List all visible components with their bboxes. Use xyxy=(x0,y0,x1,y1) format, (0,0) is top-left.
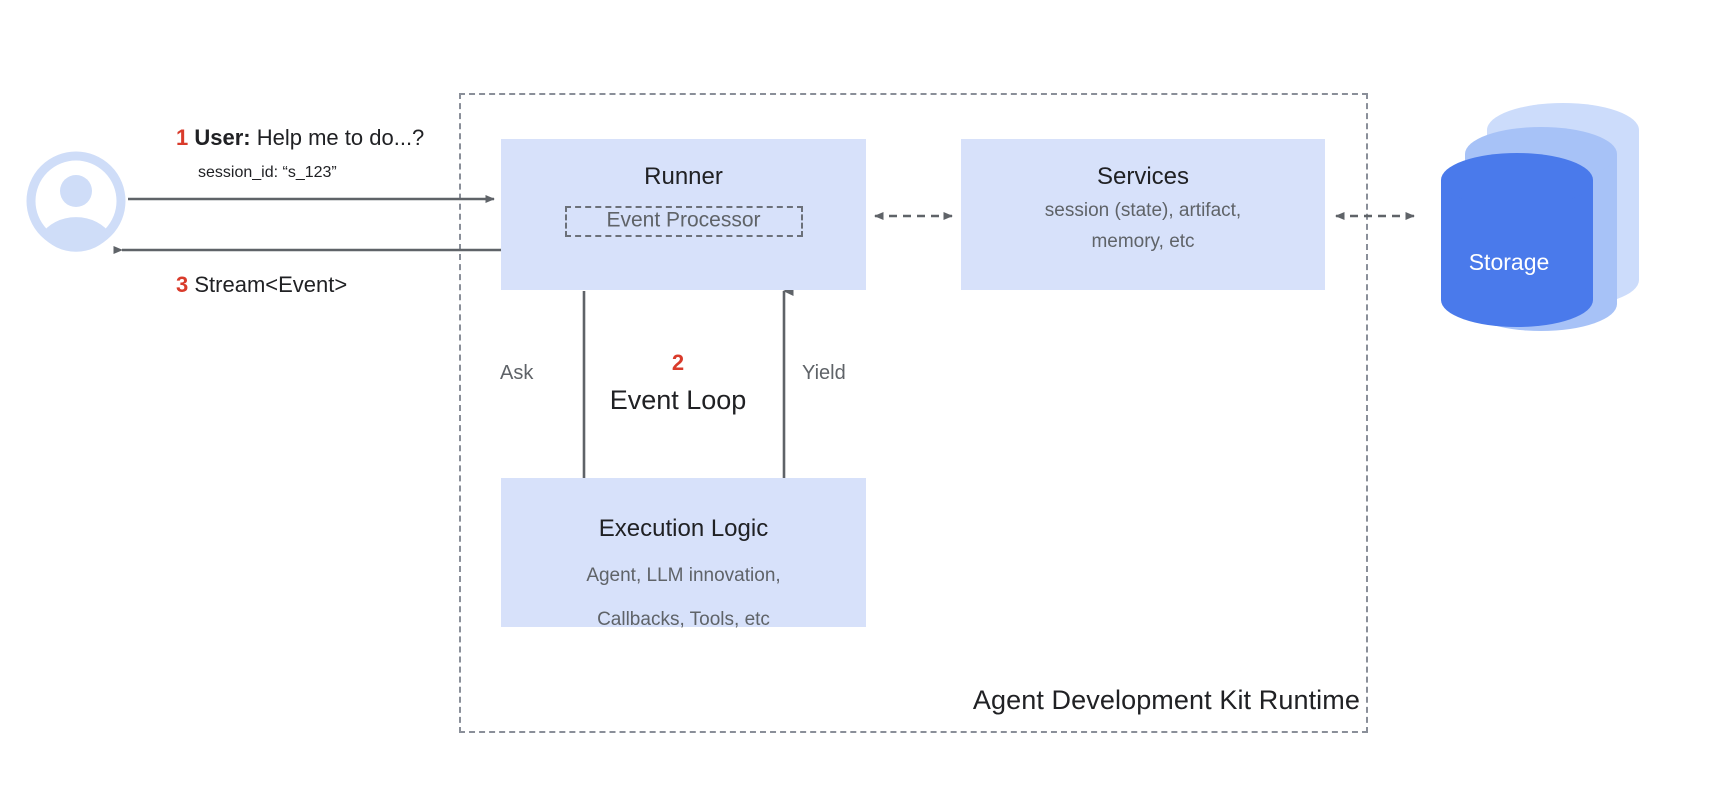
execution-logic-subtitle-line-1: Agent, LLM innovation, xyxy=(586,565,781,586)
runner-title: Runner xyxy=(644,163,723,190)
step-1-number: 1 xyxy=(176,125,189,150)
runner-box[interactable]: Runner Event Processor xyxy=(501,139,866,290)
step-3-text: Stream<Event> xyxy=(194,272,348,297)
execution-logic-box[interactable]: Execution Logic Agent, LLM innovation, C… xyxy=(501,478,866,630)
execution-logic-subtitle-line-2: Callbacks, Tools, etc xyxy=(597,609,770,631)
execution-logic-title: Execution Logic xyxy=(598,515,769,542)
services-subtitle-line-2: memory, etc xyxy=(1091,231,1195,253)
event-loop-label: Event Loop xyxy=(609,385,747,415)
storage-cylinder-icon xyxy=(1441,103,1639,331)
runtime-boundary xyxy=(459,93,1368,733)
yield-label: Yield xyxy=(802,362,846,384)
user-avatar-icon xyxy=(26,151,126,252)
event-processor-box[interactable]: Event Processor xyxy=(564,206,803,237)
step-2-number: 2 xyxy=(671,350,685,375)
step-3-message: 3 Stream<Event> xyxy=(176,272,347,298)
step-1-message: 1 User: Help me to do...? xyxy=(176,125,424,151)
runtime-label: Agent Development Kit Runtime xyxy=(972,685,1360,715)
step-1-prefix: User: xyxy=(194,125,251,150)
step-1-text: Help me to do...? xyxy=(256,125,425,150)
services-subtitle-line-1: session (state), artifact, xyxy=(1044,200,1242,221)
event-processor-label: Event Processor xyxy=(606,208,761,232)
session-id-label: session_id: “s_123” xyxy=(198,164,337,181)
services-title: Services xyxy=(1096,163,1190,190)
ask-label: Ask xyxy=(500,362,534,384)
step-3-number: 3 xyxy=(176,272,189,297)
services-box[interactable]: Services session (state), artifact, memo… xyxy=(961,139,1325,290)
